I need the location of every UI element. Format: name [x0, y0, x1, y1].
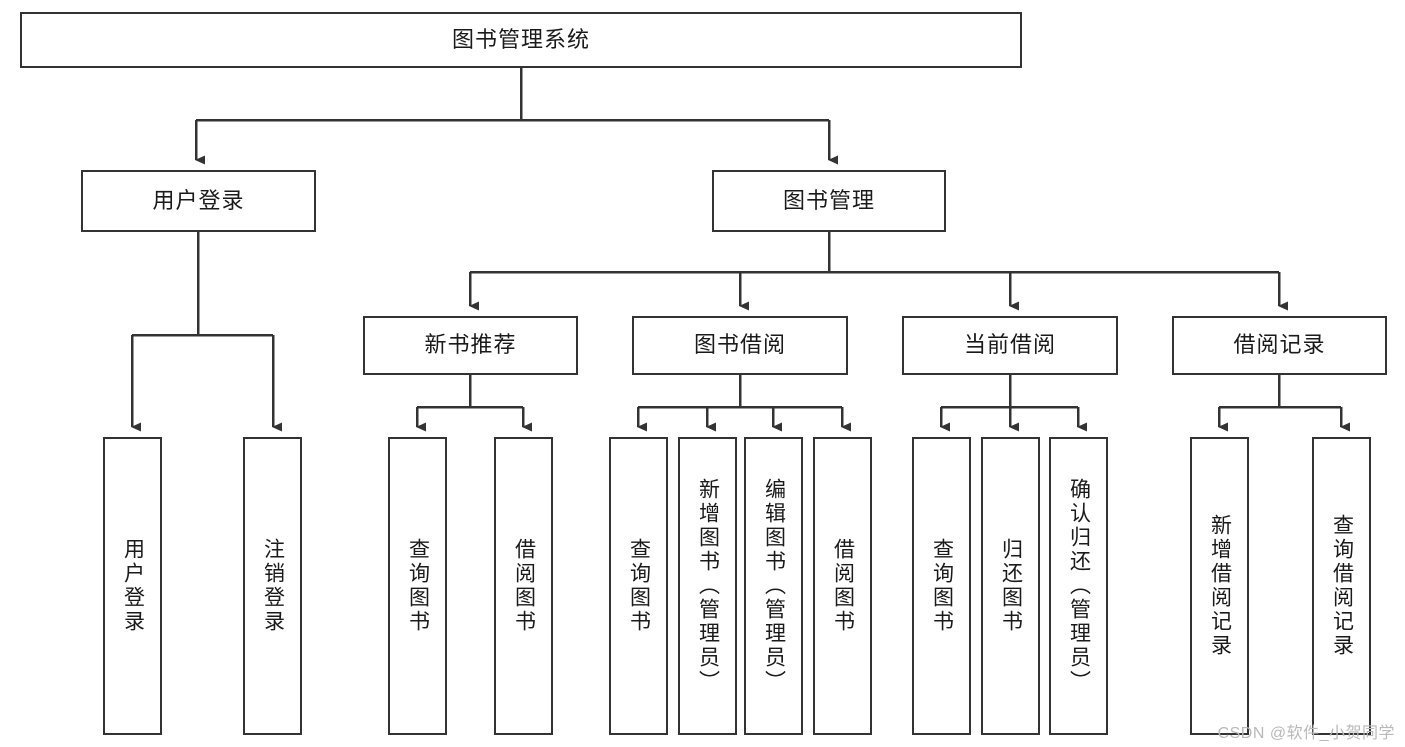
- node-label: 确认归还（管理员）: [1067, 478, 1091, 694]
- leaf-borrow-record-add[interactable]: 新增借阅记录: [1190, 437, 1249, 735]
- node-label: 新增借阅记录: [1208, 514, 1232, 658]
- node-label: 图书管理系统: [451, 26, 590, 52]
- leaf-current-borrow-query[interactable]: 查询图书: [912, 437, 971, 735]
- node-label: 注销登录: [261, 538, 285, 634]
- node-current-borrow[interactable]: 当前借阅: [902, 316, 1118, 375]
- node-label: 归还图书: [999, 538, 1023, 634]
- leaf-book-borrow-query[interactable]: 查询图书: [609, 437, 668, 735]
- node-borrow-record[interactable]: 借阅记录: [1172, 316, 1387, 375]
- watermark: CSDN @软件_小贺同学: [1217, 725, 1395, 742]
- node-label: 借阅图书: [831, 538, 855, 634]
- node-label: 新增图书（管理员）: [696, 478, 720, 694]
- node-label: 图书管理: [782, 187, 875, 213]
- node-new-book-recommend[interactable]: 新书推荐: [363, 316, 578, 375]
- node-book-borrow[interactable]: 图书借阅: [632, 316, 848, 375]
- leaf-book-borrow-borrow[interactable]: 借阅图书: [813, 437, 872, 735]
- node-label: 查询图书: [627, 538, 651, 634]
- leaf-book-borrow-edit[interactable]: 编辑图书（管理员）: [744, 437, 803, 735]
- node-user-login[interactable]: 用户登录: [81, 170, 316, 232]
- leaf-book-borrow-add[interactable]: 新增图书（管理员）: [678, 437, 737, 735]
- node-root-system[interactable]: 图书管理系统: [20, 12, 1022, 68]
- node-label: 用户登录: [121, 538, 145, 634]
- node-label: 当前借阅: [963, 332, 1056, 358]
- leaf-borrow-record-query[interactable]: 查询借阅记录: [1312, 437, 1371, 735]
- node-label: 新书推荐: [424, 332, 517, 358]
- node-label: 借阅图书: [512, 538, 536, 634]
- node-label: 查询图书: [930, 538, 954, 634]
- node-label: 用户登录: [152, 187, 245, 213]
- node-label: 图书借阅: [693, 332, 786, 358]
- node-label: 查询借阅记录: [1330, 514, 1354, 658]
- leaf-new-book-borrow[interactable]: 借阅图书: [494, 437, 553, 735]
- leaf-new-book-query[interactable]: 查询图书: [388, 437, 447, 735]
- leaf-current-borrow-return[interactable]: 归还图书: [981, 437, 1040, 735]
- node-book-management[interactable]: 图书管理: [712, 170, 946, 232]
- leaf-user-login-signout[interactable]: 注销登录: [243, 437, 302, 735]
- leaf-current-borrow-confirm[interactable]: 确认归还（管理员）: [1049, 437, 1108, 735]
- node-label: 编辑图书（管理员）: [762, 478, 786, 694]
- node-label: 借阅记录: [1233, 332, 1326, 358]
- leaf-user-login-signin[interactable]: 用户登录: [103, 437, 162, 735]
- node-label: 查询图书: [406, 538, 430, 634]
